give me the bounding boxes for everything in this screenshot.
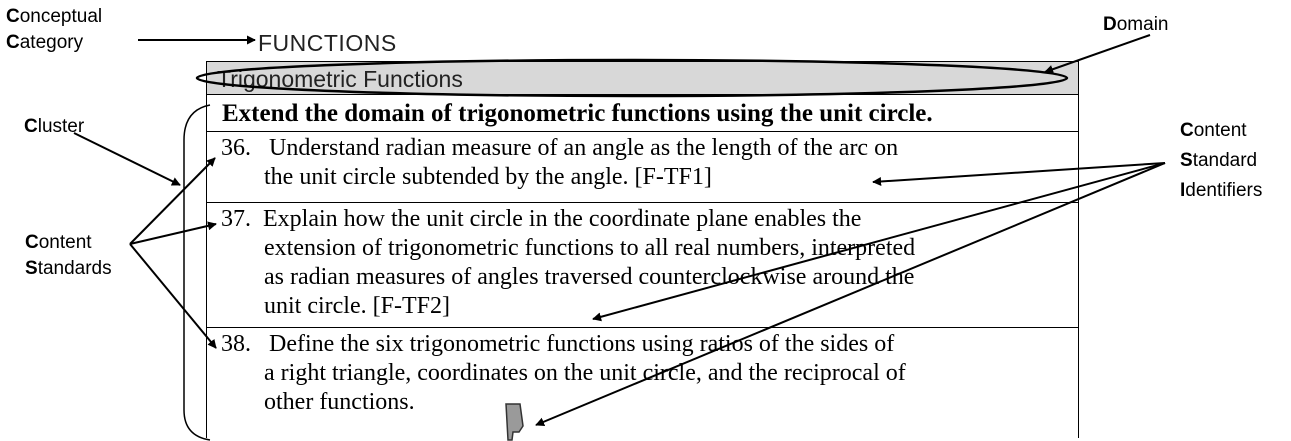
standard-38: 38. Define the six trigonometric functio… xyxy=(207,328,1078,438)
standard-text-line: Explain how the unit circle in the coord… xyxy=(263,206,862,232)
cluster-title: Extend the domain of trigonometric funct… xyxy=(207,95,1078,132)
cluster-label: Cluster xyxy=(24,116,85,137)
cluster-arrow xyxy=(73,132,181,186)
standard-text-line: other functions. xyxy=(264,389,415,415)
content-standard-identifiers-label: Content Standard Identifiers xyxy=(1180,120,1263,201)
conceptual-category-label: Conceptual Category xyxy=(6,6,103,53)
content-standard-arrow-36 xyxy=(129,157,216,245)
standard-text-line: unit circle. [F-TF2] xyxy=(264,293,450,319)
standard-text-line: the unit circle subtended by the angle. … xyxy=(264,164,712,190)
category-title: FUNCTIONS xyxy=(258,30,397,56)
standard-number: 37. xyxy=(221,206,251,232)
domain-label: Domain xyxy=(1103,14,1169,35)
standard-text-line: Understand radian measure of an angle as… xyxy=(269,135,899,161)
standards-table: Trigonometric Functions Extend the domai… xyxy=(206,61,1079,438)
standard-36: 36. Understand radian measure of an angl… xyxy=(207,132,1078,203)
standard-text-line: extension of trigonometric functions to … xyxy=(264,235,916,261)
content-standard-arrow-38 xyxy=(129,243,217,349)
domain-title: Trigonometric Functions xyxy=(207,61,1078,95)
standard-number: 38. xyxy=(221,331,251,357)
standard-text-line: Define the six trigonometric functions u… xyxy=(269,331,895,357)
standard-text-line: a right triangle, coordinates on the uni… xyxy=(264,360,906,386)
content-standards-label: Content Standards xyxy=(25,232,112,279)
standard-text-line: as radian measures of angles traversed c… xyxy=(264,264,915,290)
content-standard-arrow-37 xyxy=(129,221,217,245)
standard-37: 37. Explain how the unit circle in the c… xyxy=(207,203,1078,328)
standard-number: 36. xyxy=(221,135,251,161)
